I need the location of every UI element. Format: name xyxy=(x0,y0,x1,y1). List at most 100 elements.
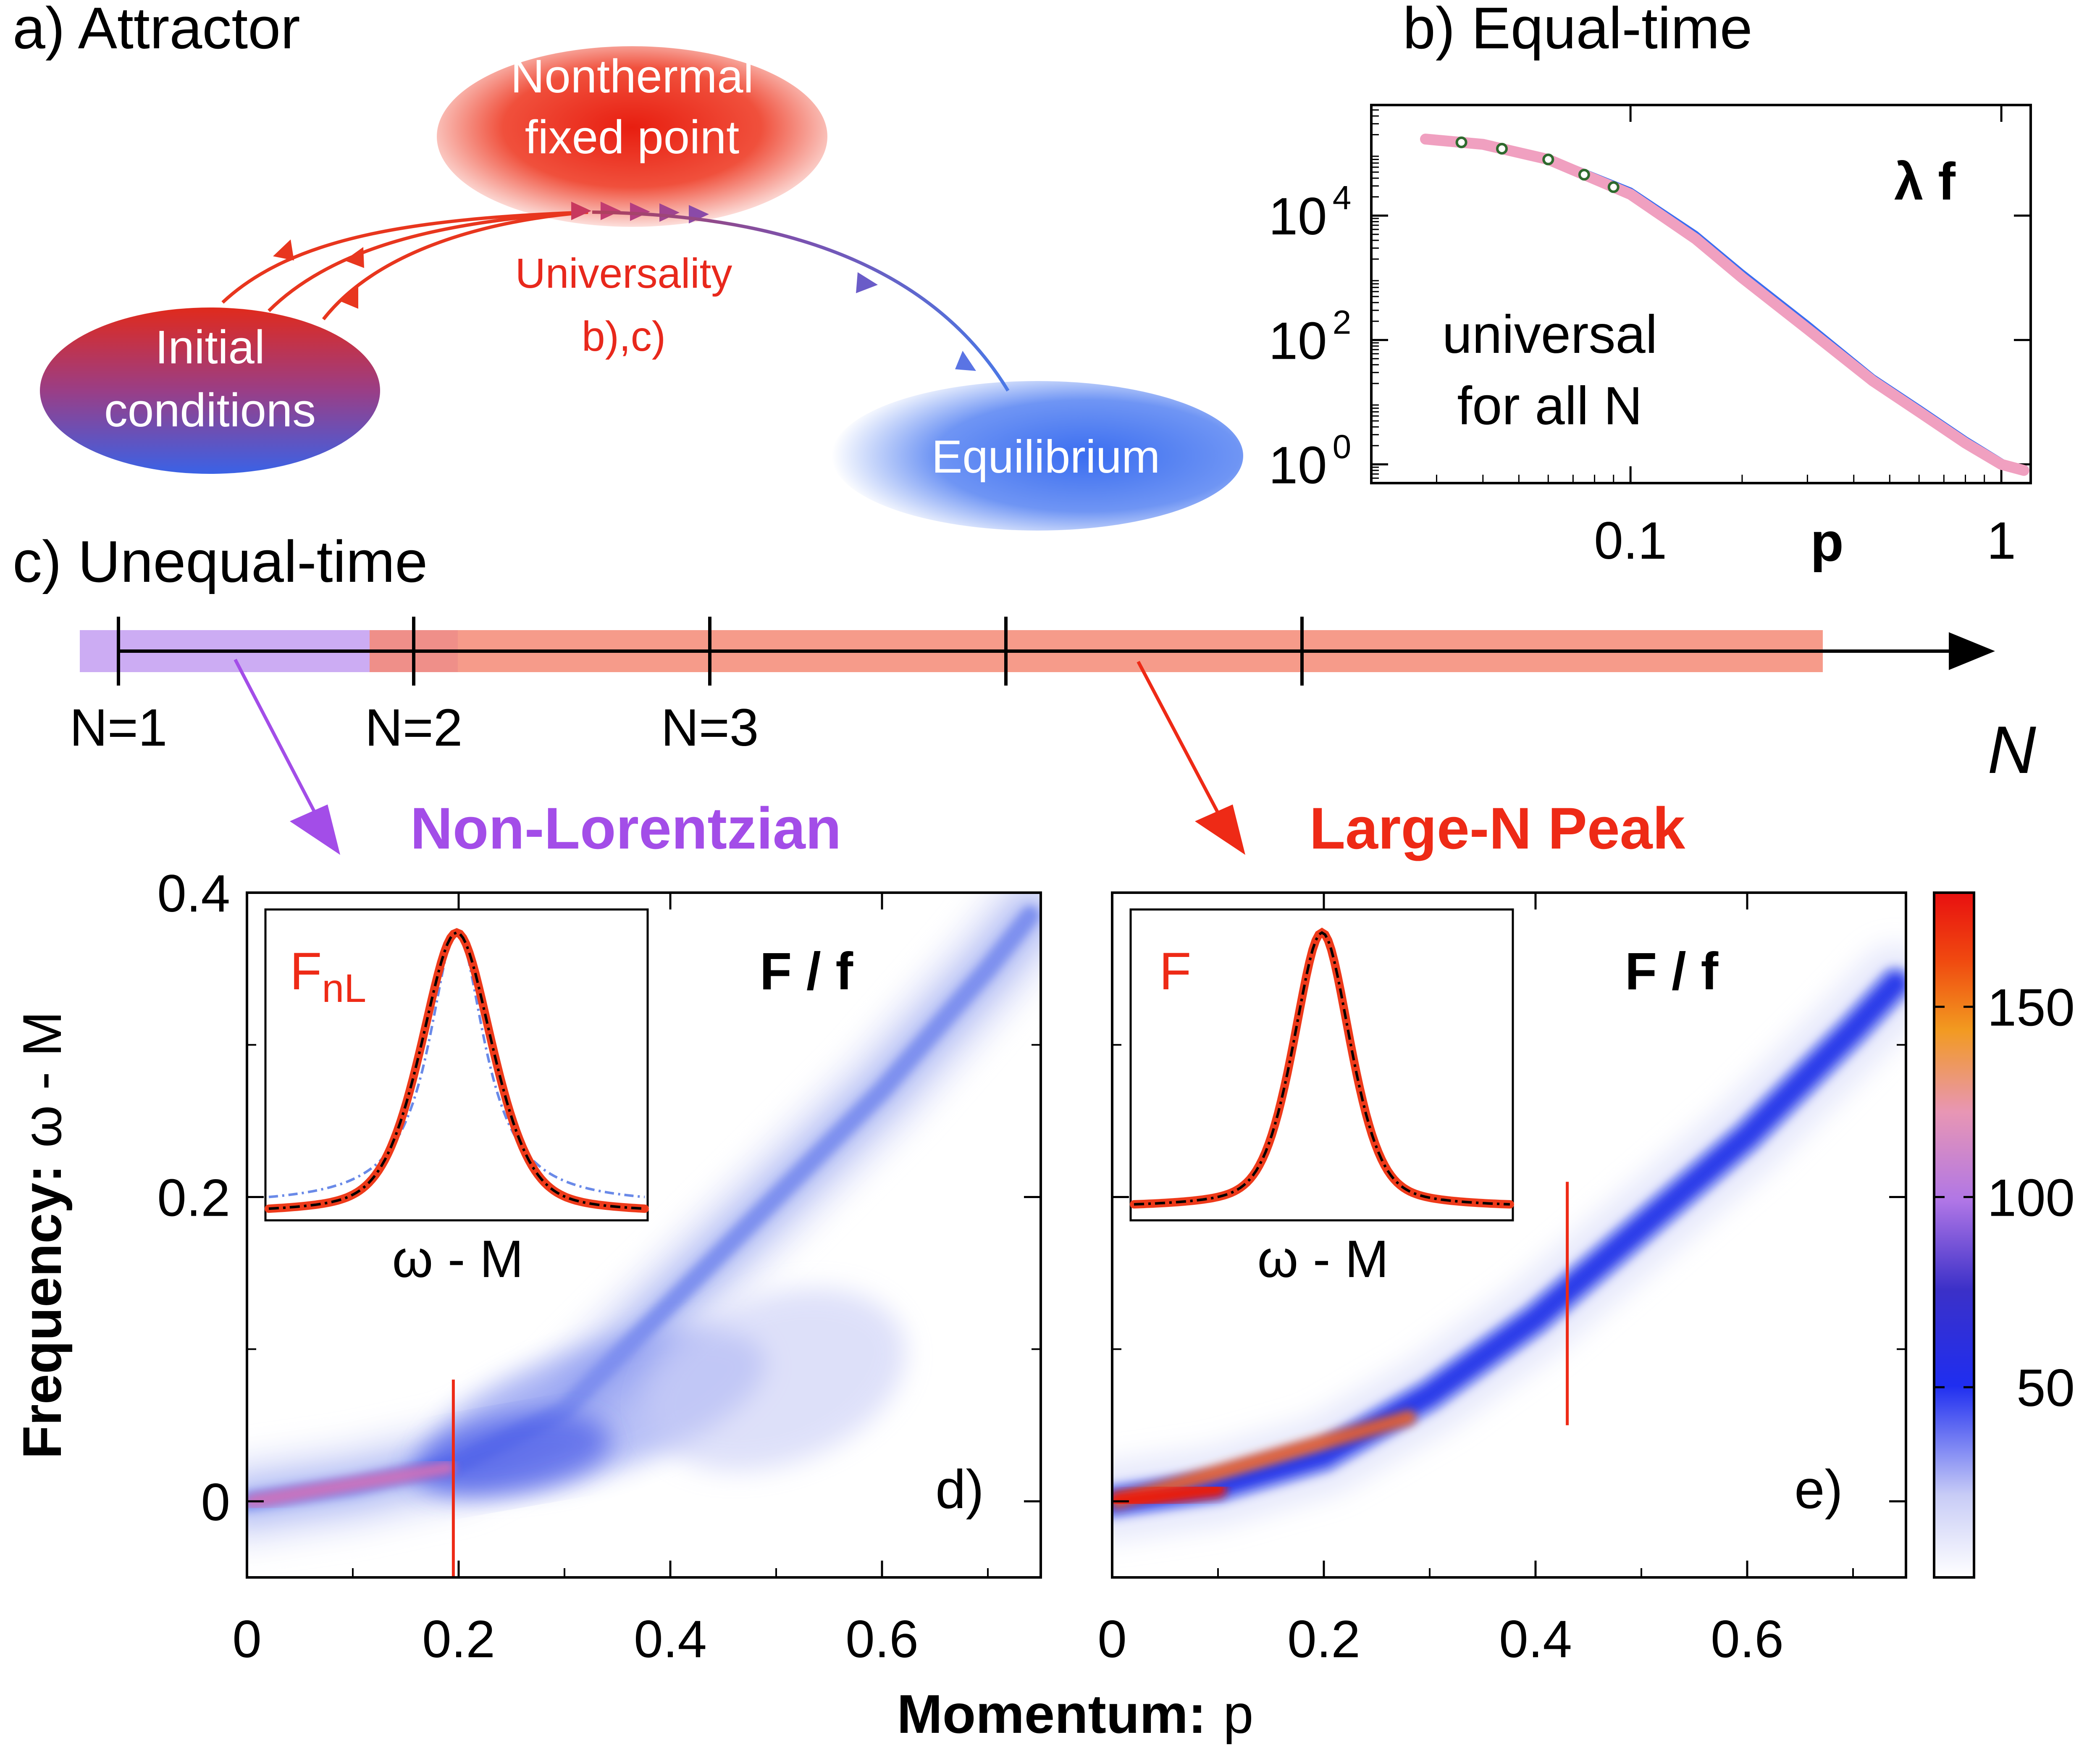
panel-e-xtick-label-2: 0.4 xyxy=(1499,1610,1572,1669)
equilibrium-arrowhead-2 xyxy=(955,351,976,371)
panel-e-ticks xyxy=(1111,891,1906,1577)
panel-d-blob-2 xyxy=(646,1288,906,1471)
colorbar-ticks: 50 100 150 xyxy=(1934,979,2075,1417)
panel-d-inset-frame xyxy=(264,908,649,1222)
panel-d: FnL ω - M F / f d) xyxy=(246,891,1042,1579)
panel-b-note-2: for all N xyxy=(1457,376,1643,436)
panel-b-plot-frame xyxy=(1370,104,2032,484)
y-tick-label-2: 0.4 xyxy=(157,865,230,923)
flow-arrowhead-3 xyxy=(338,287,358,309)
panel-a-label: a) Attractor xyxy=(13,0,300,61)
panel-d-xtick-label-0: 0 xyxy=(232,1610,262,1669)
panel-a: a) Attractor Nonthermal fixed point Init… xyxy=(13,0,1243,531)
equilibrium-arrowhead-1 xyxy=(856,272,878,293)
panel-c: c) Unequal-time N=1 N=2 N=3 N Non-Lorent… xyxy=(13,528,2036,861)
equilibrium-label: Equilibrium xyxy=(932,431,1160,483)
y-tick-label-0: 0 xyxy=(201,1473,230,1532)
non-lorentzian-label: Non-Lorentzian xyxy=(410,795,842,861)
colorbar-tick-label-1: 100 xyxy=(1987,1169,2075,1227)
equilibrium-node xyxy=(832,381,1243,531)
nonthermal-label-2: fixed point xyxy=(525,111,740,163)
panel-d-inset-fit xyxy=(268,931,645,1210)
panel-b-marker-0 xyxy=(1455,136,1467,148)
panel-e-ridge-layer-2 xyxy=(1112,974,1906,1511)
panel-b-xlabel: p xyxy=(1810,511,1843,573)
panel-d-inset-lorentzian xyxy=(268,929,645,1198)
arrow-to-large-n-peak xyxy=(1137,661,1220,814)
panel-e-xtick-label-1: 0.2 xyxy=(1287,1610,1360,1669)
flow-arrowhead-2 xyxy=(344,247,364,268)
panel-b-ytick-label-1: 10 xyxy=(1268,312,1327,370)
flow-curve-1 xyxy=(221,210,588,304)
panel-b-ytick-exp-2: 4 xyxy=(1333,179,1352,216)
universality-ref: b),c) xyxy=(582,313,666,360)
panel-d-blob-1 xyxy=(412,1414,611,1497)
colorbar-tick-label-0: 50 xyxy=(2016,1359,2075,1417)
panel-e-xtick-label-3: 0.6 xyxy=(1711,1610,1784,1669)
x-axis-label: Momentum:p xyxy=(897,1683,1254,1745)
universality-label: Universality xyxy=(515,250,732,297)
nonthermal-fixed-point-node xyxy=(437,46,827,227)
panel-e-xtick-label-0: 0 xyxy=(1097,1610,1127,1669)
panel-b-ytick-label-0: 10 xyxy=(1268,436,1327,494)
y-tick-label-1: 0.2 xyxy=(157,1169,230,1227)
panel-e-title: F / f xyxy=(1625,942,1719,1001)
y-axis-label: Frequency:ω - M xyxy=(11,1011,73,1459)
panel-b-marker-1 xyxy=(1496,143,1508,155)
panel-b-quantity: λ f xyxy=(1894,152,1956,211)
panel-d-inset-label: FnL xyxy=(290,942,366,1011)
panel-b-note-1: universal xyxy=(1442,305,1657,365)
flow-arrowhead-1 xyxy=(273,239,294,260)
arrow-to-non-lorentzian xyxy=(234,659,317,814)
y-tick-labels: 0 0.2 0.4 xyxy=(157,865,230,1532)
panel-d-tag: d) xyxy=(935,1459,984,1520)
panel-e-frame xyxy=(1111,891,1907,1579)
n-tick-3: N=3 xyxy=(661,699,759,757)
panel-d-xtick-label-2: 0.4 xyxy=(634,1610,707,1669)
initial-conditions-node xyxy=(40,307,380,474)
panel-e-inset-label: F xyxy=(1159,942,1191,1001)
colorbar-tick-label-2: 150 xyxy=(1987,979,2075,1037)
panel-d-xtick-label-1: 0.2 xyxy=(422,1610,495,1669)
panel-e-hot-origin xyxy=(1112,1480,1226,1510)
panel-d-title: F / f xyxy=(760,942,853,1001)
panel-d-xtick-label-3: 0.6 xyxy=(845,1610,919,1669)
panel-e-tag: e) xyxy=(1794,1459,1843,1520)
arrowhead-non-lorentzian xyxy=(290,804,340,855)
colorbar: 50 100 150 xyxy=(1933,891,2075,1579)
panel-b-ytick-exp-1: 2 xyxy=(1333,303,1352,341)
flow-curve-2 xyxy=(268,210,588,312)
n-axis-ticks xyxy=(117,617,1304,686)
n-tick-2: N=2 xyxy=(365,699,463,757)
initial-label-1: Initial xyxy=(155,321,265,373)
panel-d-ticks xyxy=(246,891,1041,1577)
panel-e-inset-xlabel: ω - M xyxy=(1257,1230,1389,1288)
n-axis-label: N xyxy=(1987,712,2036,787)
panel-b-curves xyxy=(1420,134,2029,476)
shared-axes: 0 0.2 0.4 0 0.2 0.4 0.6 0 0.2 0.4 0.6 Frequency:ω… xyxy=(11,865,1784,1745)
panel-b-marker-2 xyxy=(1542,153,1554,166)
panel-b-series-1 xyxy=(1420,134,2029,476)
panel-d-core xyxy=(247,1461,455,1509)
n-axis-arrowhead xyxy=(1949,632,1995,670)
panel-d-frame xyxy=(246,891,1042,1579)
panel-b-label: b) Equal-time xyxy=(1403,0,1753,61)
initial-label-2: conditions xyxy=(104,384,316,436)
panel-b-ytick-exp-0: 0 xyxy=(1333,428,1352,465)
panel-d-heatmap xyxy=(247,893,1041,1550)
large-n-peak-label: Large-N Peak xyxy=(1310,795,1685,861)
colorbar-gradient xyxy=(1933,891,1975,1579)
nonthermal-label-1: Nonthermal xyxy=(511,50,754,102)
panel-b-ytick-label-2: 10 xyxy=(1268,187,1327,246)
n-tick-1: N=1 xyxy=(70,699,168,757)
panel-e-inset-fit xyxy=(1134,931,1510,1206)
panel-b-xtick-label-0: 0.1 xyxy=(1594,512,1667,570)
x-tick-labels: 0 0.2 0.4 0.6 0 0.2 0.4 0.6 xyxy=(232,1610,1784,1669)
panel-b-marker-3 xyxy=(1578,168,1590,181)
panel-e: F ω - M F / f e) xyxy=(1111,891,1907,1579)
panel-d-inset-xlabel: ω - M xyxy=(392,1230,524,1288)
arrowhead-large-n-peak xyxy=(1195,804,1245,855)
